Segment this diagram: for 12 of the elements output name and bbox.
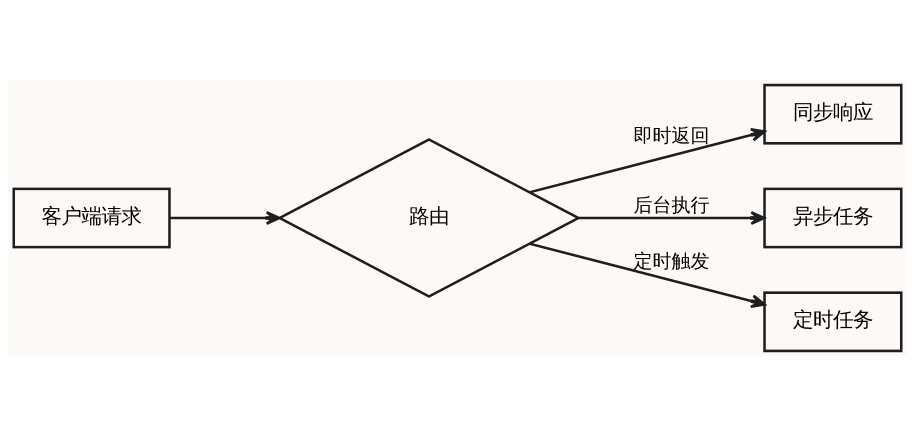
node-box: 异步任务	[763, 187, 903, 248]
arrow	[530, 127, 766, 193]
arrow	[578, 210, 766, 224]
edge-label: 后台执行	[633, 194, 710, 216]
node-box: 定时任务	[763, 290, 903, 352]
edge-label: 定时触发	[633, 250, 710, 272]
node-box: 同步响应	[763, 83, 903, 144]
node-box: 客户端请求	[12, 187, 171, 248]
edge-label: 即时返回	[633, 124, 710, 147]
arrow	[170, 210, 281, 224]
arrow	[530, 242, 766, 308]
node-diamond: 路由	[276, 138, 582, 298]
